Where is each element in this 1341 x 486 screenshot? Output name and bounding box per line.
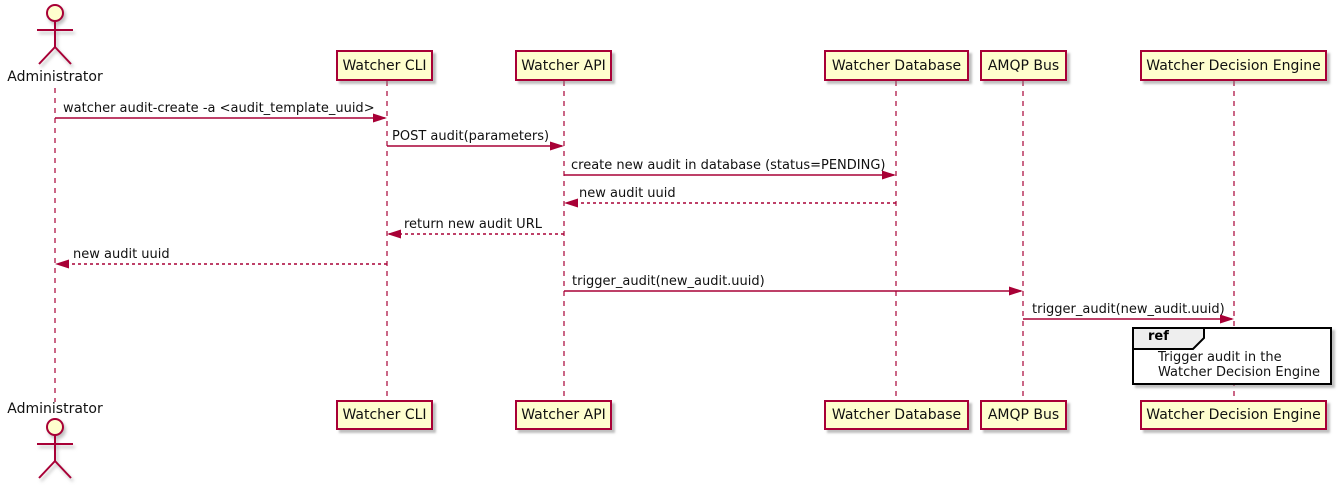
ref-pentagon-icon [1132, 327, 1205, 350]
participant-watcher-api-bottom: Watcher API [515, 400, 612, 430]
message-label-create-audit-db: create new audit in database (status=PEN… [571, 158, 886, 173]
participant-watcher-decision-engine-bottom: Watcher Decision Engine [1140, 400, 1327, 430]
message-label-trigger-audit-wde: trigger_audit(new_audit.uuid) [1032, 302, 1225, 317]
actor-label-administrator-top: Administrator [7, 69, 103, 85]
arrowhead-3 [882, 170, 896, 180]
participant-watcher-cli-bottom: Watcher CLI [336, 400, 433, 430]
message-arrows [55, 117, 1232, 320]
ref-fragment: ref Trigger audit in the Watcher Decisio… [1132, 327, 1332, 385]
message-label-post-audit: POST audit(parameters) [392, 129, 550, 144]
ref-body-text: Trigger audit in the Watcher Decision En… [1158, 350, 1320, 380]
message-label-trigger-audit-amqp: trigger_audit(new_audit.uuid) [572, 274, 765, 289]
message-label-return-audit-url: return new audit URL [404, 217, 542, 232]
ref-body-line1: Trigger audit in the [1158, 350, 1282, 365]
lifelines [54, 81, 1235, 402]
arrowhead-5 [387, 229, 401, 239]
ref-keyword: ref [1148, 329, 1169, 344]
arrowhead-7 [1009, 286, 1023, 296]
actor-administrator-figure-bottom [37, 418, 73, 479]
actor-administrator-figure-top [37, 4, 73, 65]
message-label-audit-create: watcher audit-create -a <audit_template_… [63, 101, 375, 116]
arrowhead-2 [550, 141, 564, 151]
participant-amqp-bus-top: AMQP Bus [980, 50, 1067, 81]
participant-watcher-database-bottom: Watcher Database [824, 400, 969, 430]
participant-amqp-bus-bottom: AMQP Bus [980, 400, 1067, 430]
participant-watcher-api-top: Watcher API [515, 50, 612, 81]
message-arrowheads [55, 113, 1234, 324]
participant-watcher-database-top: Watcher Database [824, 50, 969, 81]
arrowhead-1 [373, 113, 387, 123]
arrowhead-8 [1220, 314, 1234, 324]
actor-label-administrator-bottom: Administrator [7, 401, 103, 417]
participant-watcher-cli-top: Watcher CLI [336, 50, 433, 81]
arrowhead-6 [55, 259, 69, 269]
ref-tag-shape: ref [1132, 327, 1206, 351]
message-label-new-audit-uuid-admin: new audit uuid [73, 247, 170, 262]
ref-body-line2: Watcher Decision Engine [1158, 365, 1320, 380]
arrowhead-4 [564, 198, 578, 208]
message-label-new-audit-uuid-db: new audit uuid [579, 186, 676, 201]
participant-watcher-decision-engine-top: Watcher Decision Engine [1140, 50, 1327, 81]
